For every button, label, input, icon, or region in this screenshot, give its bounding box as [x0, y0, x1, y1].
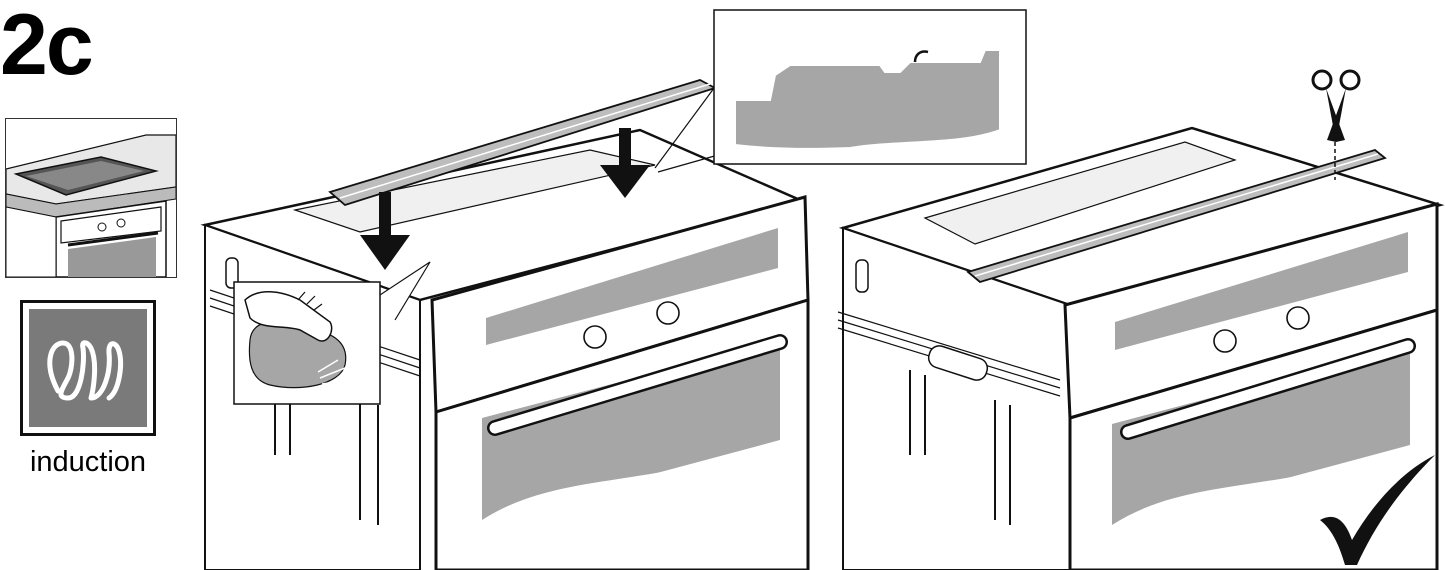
cleaning-cloth-icon — [233, 281, 381, 405]
check-mark-icon — [1320, 455, 1435, 565]
induction-coil-icon — [29, 309, 147, 427]
oven-right — [837, 126, 1445, 570]
seal-profile-inset — [713, 9, 1027, 165]
hob-oven-thumbnail — [5, 118, 177, 278]
step-label: 2c — [0, 0, 94, 93]
scissors-icon — [1311, 69, 1361, 142]
hob-oven-illustration — [5, 134, 177, 278]
induction-icon-frame — [20, 300, 156, 436]
induction-label: induction — [29, 446, 147, 478]
pointing-arrow-icon — [360, 192, 410, 270]
pointing-arrow-icon — [600, 128, 650, 198]
